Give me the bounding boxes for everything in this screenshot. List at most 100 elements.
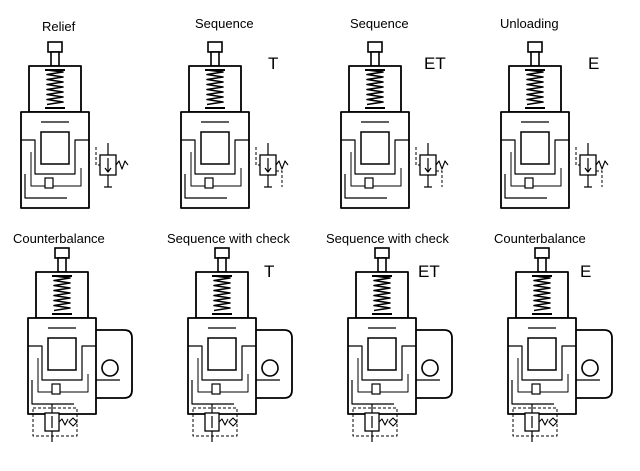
pilot-passage bbox=[197, 358, 249, 393]
symbol-spring bbox=[275, 160, 289, 170]
pilot-passage bbox=[30, 152, 82, 187]
adjusting-cap bbox=[374, 247, 390, 259]
adjusting-cap bbox=[367, 41, 383, 53]
spring-coil bbox=[533, 275, 551, 312]
unloading-e-valve-cell: Unloading E bbox=[480, 0, 640, 215]
sequence-et-valve-cell: Sequence ET bbox=[320, 0, 480, 215]
relief-valve-drawing bbox=[20, 41, 129, 209]
internal-passage bbox=[28, 345, 96, 381]
check-valve-housing bbox=[576, 329, 613, 399]
sequence-et-valve-drawing bbox=[340, 41, 449, 209]
drain-passage bbox=[191, 380, 234, 405]
diagram-title: Counterbalance bbox=[494, 231, 586, 246]
unloading-e-valve-drawing bbox=[500, 41, 609, 209]
symbol-spring bbox=[538, 418, 549, 426]
sequence-check-t-valve-cell: Sequence with check T bbox=[160, 218, 320, 471]
counterbalance-valve-drawing bbox=[27, 247, 133, 442]
check-valve-housing bbox=[256, 329, 293, 399]
sequence-check-et-valve-cell: Sequence with check ET bbox=[320, 218, 480, 471]
sequence-check-t-valve-drawing bbox=[187, 247, 293, 442]
relief-valve-cell: Relief bbox=[0, 0, 160, 215]
valve-spool bbox=[40, 131, 70, 165]
check-ball bbox=[261, 359, 279, 377]
orifice-plug bbox=[44, 177, 54, 189]
valve-spool bbox=[207, 337, 237, 371]
spring-coil bbox=[526, 69, 544, 106]
sequence-t-valve-drawing bbox=[180, 41, 289, 209]
variant-label: ET bbox=[418, 262, 440, 281]
diagram-title: Sequence with check bbox=[167, 231, 290, 246]
valve-spool bbox=[200, 131, 230, 165]
internal-passage bbox=[341, 139, 409, 175]
internal-passage bbox=[501, 139, 569, 175]
pilot-passage bbox=[510, 152, 562, 187]
check-valve-housing bbox=[416, 329, 453, 399]
diagram-title: Sequence bbox=[350, 16, 409, 31]
symbol-drain-line bbox=[436, 170, 443, 187]
drain-passage bbox=[31, 380, 74, 405]
symbol-pilot-line bbox=[575, 147, 580, 166]
internal-passage bbox=[348, 345, 416, 381]
orifice-plug bbox=[371, 383, 381, 395]
variant-label: T bbox=[268, 54, 279, 73]
diagram-title: Unloading bbox=[500, 16, 559, 31]
adjusting-cap bbox=[534, 247, 550, 259]
symbol-circuit-frame bbox=[192, 407, 238, 437]
adjusting-screw bbox=[217, 257, 227, 273]
orifice-plug bbox=[51, 383, 61, 395]
symbol-arrow-head bbox=[264, 167, 272, 173]
spring-coil bbox=[366, 69, 384, 106]
counterbalance-valve-cell: Counterbalance bbox=[0, 218, 160, 471]
adjusting-cap bbox=[47, 41, 63, 53]
symbol-drain-line bbox=[596, 170, 603, 187]
valve-spool bbox=[367, 337, 397, 371]
counterbalance-e-valve-drawing bbox=[507, 247, 613, 442]
symbol-spring bbox=[595, 160, 609, 170]
symbol-arrow-head bbox=[584, 167, 592, 173]
adjusting-cap bbox=[527, 41, 543, 53]
symbol-spring bbox=[435, 160, 449, 170]
adjusting-screw bbox=[530, 51, 540, 67]
spring-coil bbox=[46, 69, 64, 106]
adjusting-screw bbox=[377, 257, 387, 273]
drain-passage bbox=[344, 174, 387, 199]
adjusting-cap bbox=[214, 247, 230, 259]
adjusting-screw bbox=[210, 51, 220, 67]
drain-passage bbox=[351, 380, 394, 405]
pilot-passage bbox=[517, 358, 569, 393]
check-ball bbox=[581, 359, 599, 377]
adjusting-cap bbox=[54, 247, 70, 259]
valve-spool bbox=[527, 337, 557, 371]
spring-coil bbox=[53, 275, 71, 312]
symbol-spring bbox=[218, 418, 229, 426]
orifice-plug bbox=[531, 383, 541, 395]
diagram-title: Counterbalance bbox=[13, 231, 105, 246]
adjusting-screw bbox=[50, 51, 60, 67]
spring-coil bbox=[213, 275, 231, 312]
symbol-spring bbox=[58, 418, 69, 426]
valve-spool bbox=[47, 337, 77, 371]
counterbalance-e-valve-cell: Counterbalance E bbox=[480, 218, 640, 471]
pilot-passage bbox=[37, 358, 89, 393]
diagram-title: Relief bbox=[42, 19, 76, 34]
symbol-check-diamond bbox=[548, 417, 558, 427]
variant-label: ET bbox=[424, 54, 446, 73]
symbol-circuit-frame bbox=[512, 407, 558, 437]
symbol-drain-line bbox=[276, 170, 283, 187]
symbol-pilot-line bbox=[415, 147, 420, 166]
drain-passage bbox=[504, 174, 547, 199]
variant-label: T bbox=[264, 262, 275, 281]
pilot-passage bbox=[350, 152, 402, 187]
spring-coil bbox=[373, 275, 391, 312]
pilot-passage bbox=[190, 152, 242, 187]
orifice-plug bbox=[524, 177, 534, 189]
internal-passage bbox=[181, 139, 249, 175]
pilot-passage bbox=[357, 358, 409, 393]
symbol-arrow-head bbox=[104, 167, 112, 173]
symbol-check-diamond bbox=[228, 417, 238, 427]
internal-passage bbox=[188, 345, 256, 381]
diagram-title: Sequence with check bbox=[326, 231, 449, 246]
adjusting-screw bbox=[537, 257, 547, 273]
symbol-pilot-line bbox=[255, 147, 260, 166]
check-valve-housing bbox=[96, 329, 133, 399]
